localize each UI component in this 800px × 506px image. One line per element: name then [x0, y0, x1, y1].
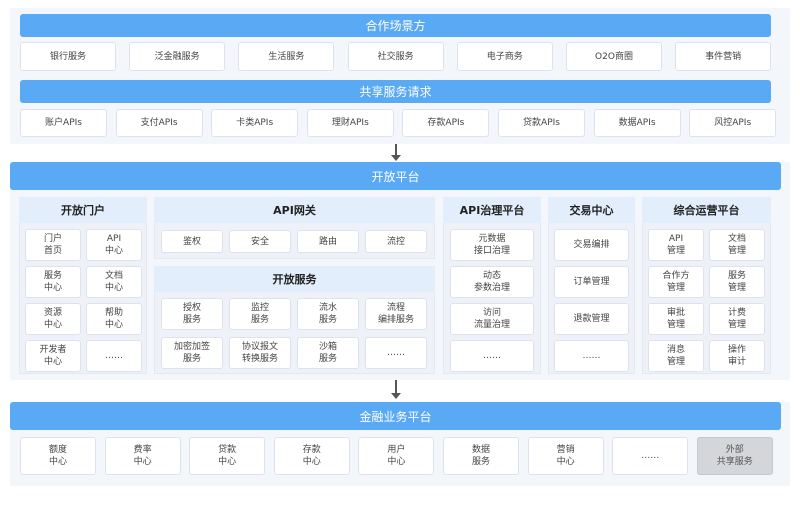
- partner-scenario-title: 合作场景方: [20, 14, 771, 37]
- ops-title: 综合运营平台: [642, 197, 771, 223]
- finance-item: 用户 中心: [358, 437, 435, 475]
- open-platform-title: 开放平台: [10, 162, 781, 190]
- portal-item: 门户 首页: [25, 229, 81, 261]
- api-box: 贷款APIs: [498, 109, 585, 137]
- api-box: 数据APIs: [593, 109, 681, 137]
- finance-item: 存款 中心: [273, 437, 350, 475]
- scene-box: 社交服务: [347, 42, 444, 71]
- finance-item: 数据 服务: [443, 437, 519, 475]
- arrow-down-icon: [391, 144, 401, 161]
- ops-item: 操作 审计: [709, 340, 765, 372]
- open-service-item: 流水 服务: [297, 298, 359, 330]
- scene-box: 事件营销: [675, 42, 772, 71]
- api-box: 风控APIs: [689, 109, 777, 137]
- scene-box: 银行服务: [20, 42, 116, 71]
- finance-item: 额度 中心: [20, 437, 96, 475]
- portal-title: 开放门户: [19, 197, 147, 223]
- open-service-item: ……: [365, 337, 427, 369]
- api-box: 存款APIs: [402, 109, 490, 137]
- open-service-item: 流程 编排服务: [365, 298, 427, 330]
- gateway-item: 鉴权: [161, 230, 223, 253]
- open-service-item: 授权 服务: [161, 298, 223, 330]
- portal-item: 资源 中心: [25, 303, 81, 335]
- governance-item: ……: [450, 340, 534, 372]
- open-service-item: 加密加签 服务: [161, 337, 223, 369]
- scene-box: O2O商圈: [566, 42, 662, 71]
- finance-item: ……: [612, 437, 689, 475]
- governance-item: 动态 参数治理: [450, 266, 534, 298]
- api-box: 支付APIs: [115, 109, 203, 137]
- gateway-item: 流控: [365, 230, 427, 253]
- portal-item: 开发者 中心: [25, 340, 81, 372]
- portal-item: 文档 中心: [86, 266, 142, 298]
- portal-item: ……: [86, 340, 142, 372]
- trade-item: 交易编排: [554, 229, 629, 261]
- ops-item: 计费 管理: [709, 303, 765, 335]
- trade-item: 订单管理: [554, 266, 629, 298]
- open-service-item: 沙箱 服务: [297, 337, 359, 369]
- portal-item: API 中心: [86, 229, 142, 261]
- governance-title: API治理平台: [443, 197, 541, 223]
- portal-item: 服务 中心: [25, 266, 81, 298]
- ops-item: 消息 管理: [648, 340, 704, 372]
- portal-item: 帮助 中心: [86, 303, 142, 335]
- ops-item: API 管理: [648, 229, 704, 261]
- governance-item: 元数据 接口治理: [450, 229, 534, 261]
- gateway-title: API网关: [154, 197, 435, 223]
- finance-item: 贷款 中心: [189, 437, 266, 475]
- ops-item: 审批 管理: [648, 303, 704, 335]
- ops-item: 文档 管理: [709, 229, 765, 261]
- gateway-item: 安全: [229, 230, 291, 253]
- scene-box: 生活服务: [238, 42, 335, 71]
- finance-item: 外部 共享服务: [696, 437, 773, 475]
- ops-item: 合作方 管理: [648, 266, 704, 298]
- api-box: 理财APIs: [306, 109, 394, 137]
- arrow-down-icon: [391, 380, 401, 399]
- shared-service-title: 共享服务请求: [20, 80, 771, 103]
- gateway-item: 路由: [297, 230, 359, 253]
- open-service-item: 监控 服务: [229, 298, 291, 330]
- api-box: 账户APIs: [20, 109, 107, 137]
- scene-box: 电子商务: [456, 42, 553, 71]
- open-service-item: 协议报文 转换服务: [229, 337, 291, 369]
- open-services-title: 开放服务: [154, 266, 435, 292]
- finance-item: 营销 中心: [527, 437, 604, 475]
- scene-box: 泛金融服务: [129, 42, 226, 71]
- api-box: 卡类APIs: [211, 109, 299, 137]
- finance-platform-title: 金融业务平台: [10, 402, 781, 430]
- trade-center-title: 交易中心: [548, 197, 635, 223]
- governance-item: 访问 流量治理: [450, 303, 534, 335]
- trade-item: ……: [554, 340, 629, 372]
- trade-item: 退款管理: [554, 303, 629, 335]
- ops-item: 服务 管理: [709, 266, 765, 298]
- finance-item: 费率 中心: [104, 437, 181, 475]
